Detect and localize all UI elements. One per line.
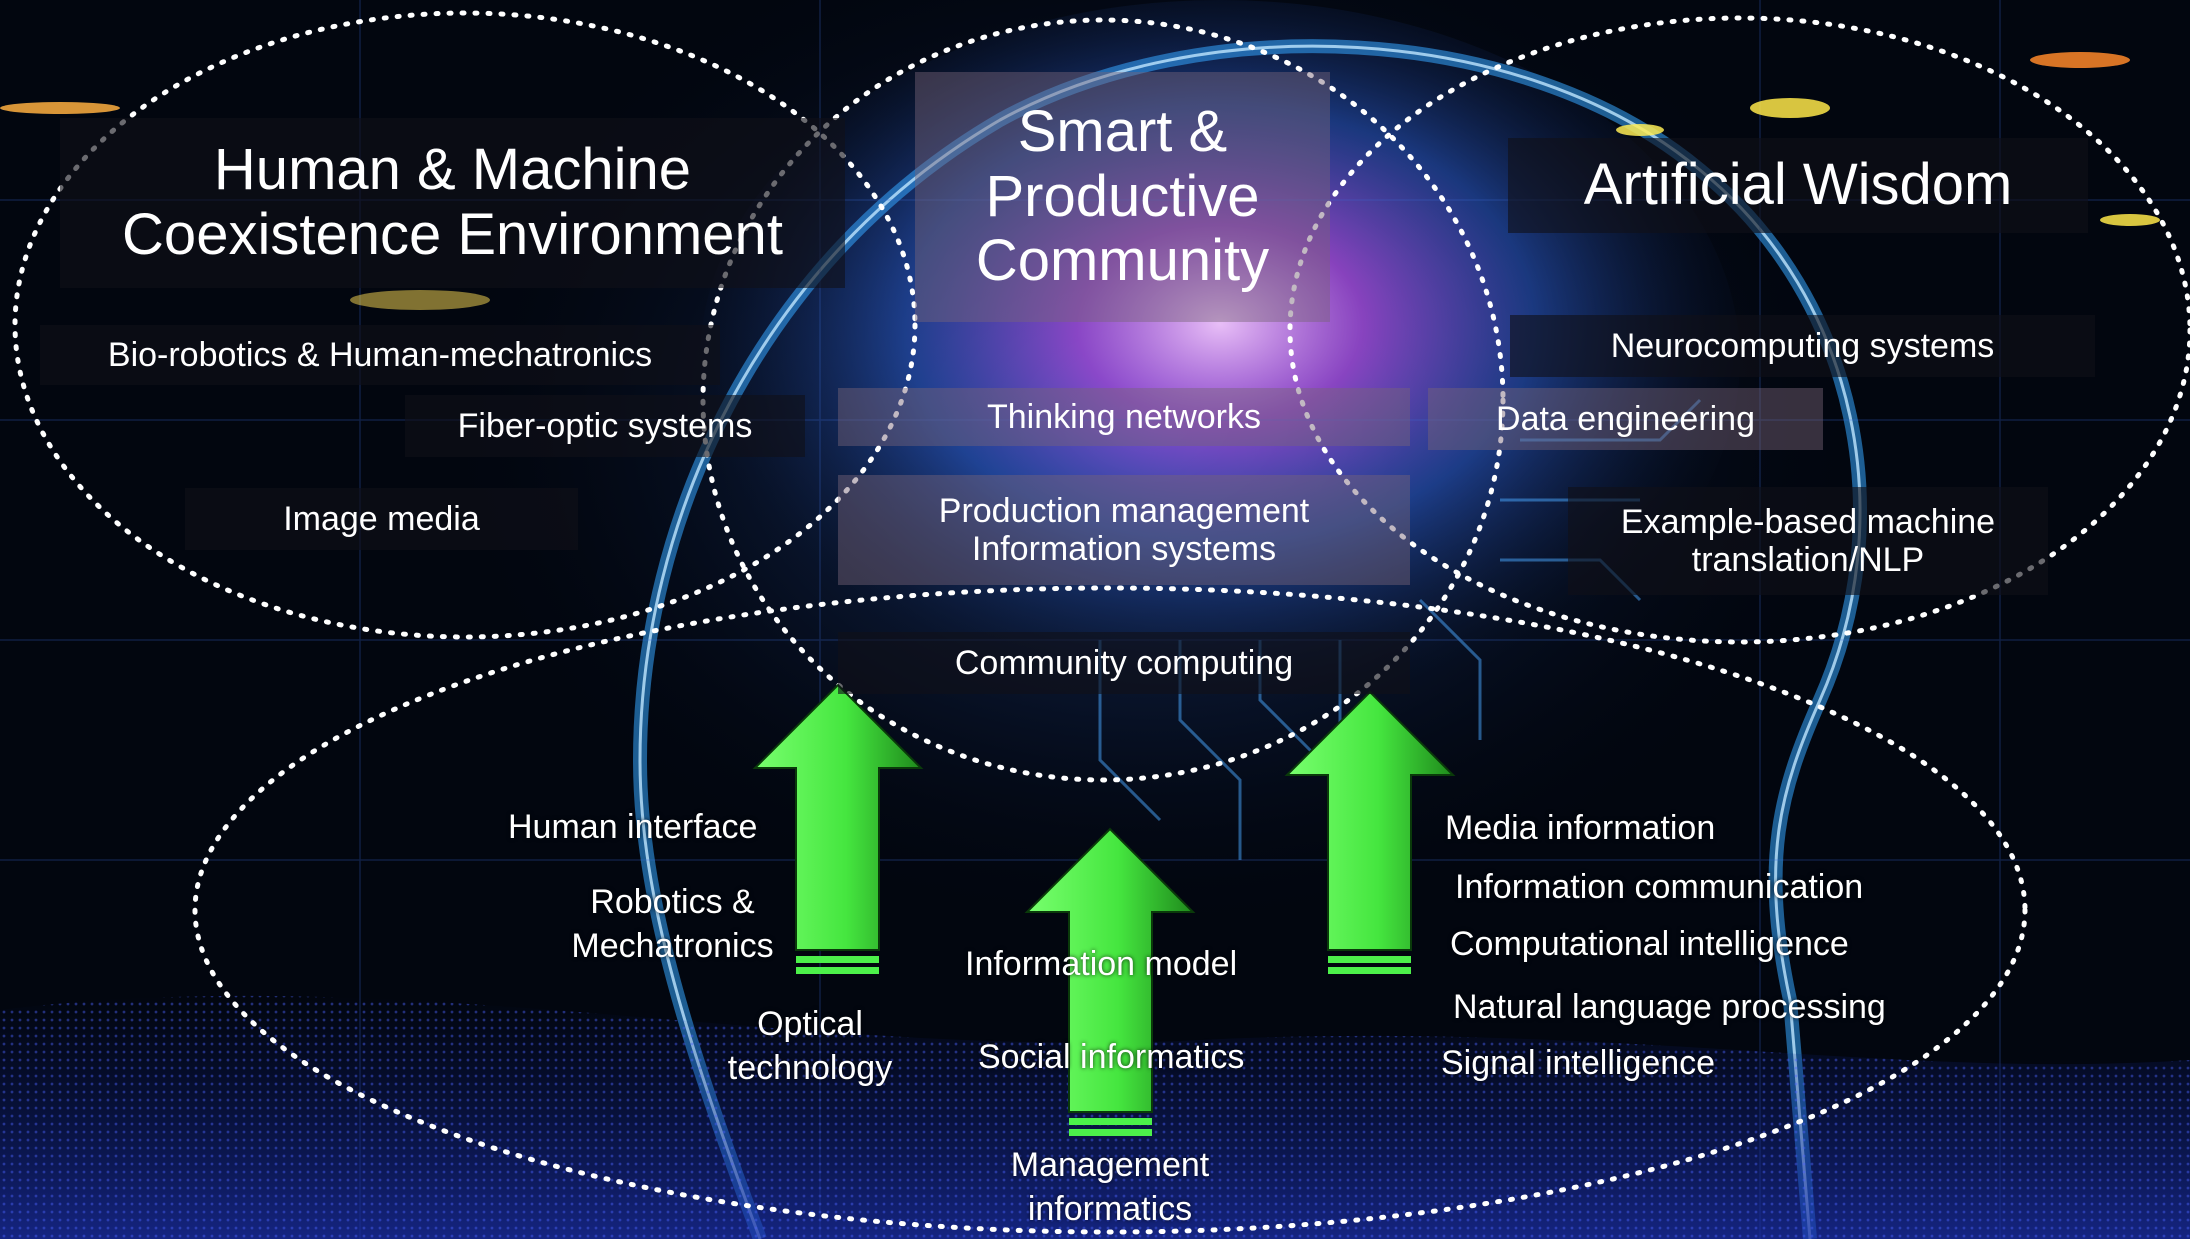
item-data-engineering: Data engineering [1428, 388, 1823, 450]
title-human-machine: Human & Machine Coexistence Environment [60, 118, 845, 288]
item-community-computing: Community computing [838, 632, 1410, 694]
ellipse-foundation [192, 585, 2028, 1235]
item-example-based-mt: Example-based machine translation/NLP [1568, 487, 2048, 595]
item-neurocomputing: Neurocomputing systems [1510, 315, 2095, 377]
arrow-up-right [1284, 690, 1456, 974]
label-information-model: Information model [965, 945, 1238, 983]
item-bio-robotics: Bio-robotics & Human-mechatronics [40, 325, 720, 385]
ellipse-artificial-wisdom [1287, 15, 2190, 645]
item-thinking-networks: Thinking networks [838, 388, 1410, 446]
title-artificial-wisdom: Artificial Wisdom [1508, 138, 2088, 233]
label-signal-intelligence: Signal intelligence [1441, 1044, 1716, 1082]
label-optical-technology: Optical technology [727, 1005, 893, 1088]
arrow-up-center [1024, 827, 1196, 1136]
ellipse-human-machine [12, 10, 918, 640]
label-information-communication: Information communication [1455, 868, 1864, 906]
label-management-informatics: Management informatics [1010, 1146, 1210, 1229]
item-fiber-optic: Fiber-optic systems [405, 395, 805, 457]
item-production-management: Production management Information system… [838, 475, 1410, 585]
arrow-up-left [752, 683, 924, 974]
label-natural-language-processing: Natural language processing [1453, 988, 1886, 1026]
item-image-media: Image media [185, 488, 578, 550]
label-social-informatics: Social informatics [978, 1038, 1245, 1076]
label-human-interface: Human interface [508, 808, 758, 846]
title-smart-community: Smart & Productive Community [915, 72, 1330, 322]
label-robotics-mechatronics: Robotics & Mechatronics [571, 883, 774, 966]
label-computational-intelligence: Computational intelligence [1450, 925, 1849, 963]
label-media-information: Media information [1445, 809, 1716, 847]
